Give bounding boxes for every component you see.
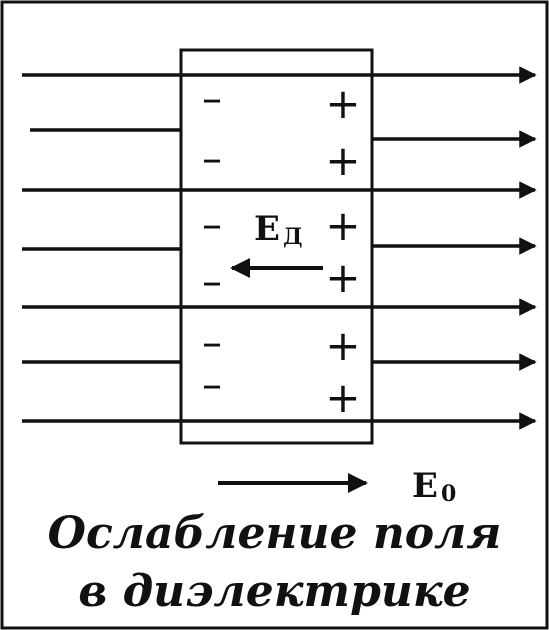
negative-charges: – – – – – – (202, 76, 222, 408)
dielectric-field-label: E (254, 209, 280, 249)
negative-charge: – (202, 259, 222, 305)
external-field-label: E (412, 466, 438, 506)
positive-charge: + (325, 253, 360, 302)
negative-charge: – (202, 320, 222, 366)
negative-charge: – (202, 136, 222, 182)
negative-charge: – (202, 202, 222, 248)
negative-charge: – (202, 76, 222, 122)
positive-charge: + (325, 201, 360, 250)
positive-charge: + (325, 79, 360, 128)
dielectric-field-subscript: Д (283, 224, 303, 250)
positive-charge: + (325, 136, 360, 185)
positive-charge: + (325, 373, 360, 422)
caption-line-1: Ослабление поля (47, 508, 502, 559)
positive-charges: + + + + + + (325, 79, 360, 422)
positive-charge: + (325, 321, 360, 370)
caption-line-2: в диэлектрике (78, 566, 471, 617)
external-field-subscript: 0 (441, 481, 456, 507)
negative-charge: – (202, 362, 222, 408)
